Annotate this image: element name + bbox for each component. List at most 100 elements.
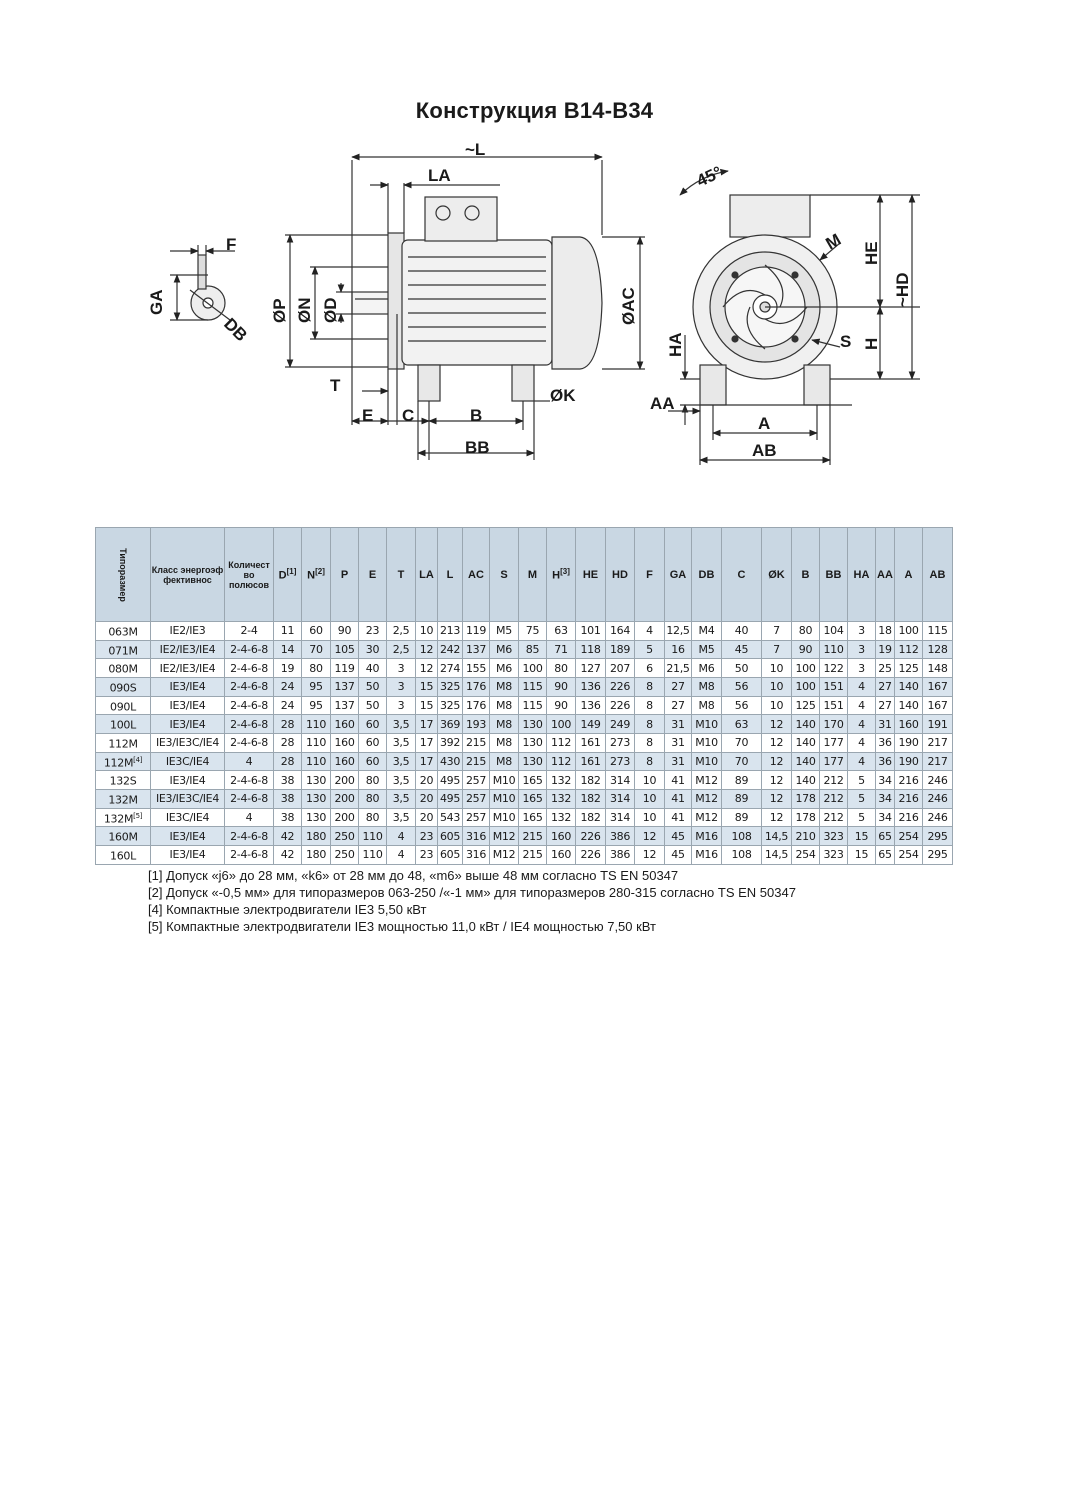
cell-value: 130 <box>522 754 543 768</box>
cell-ha: 3 <box>847 639 876 660</box>
cell-e: 50 <box>358 676 387 697</box>
cell-c: 89 <box>721 770 762 790</box>
cell-c: 56 <box>721 676 762 697</box>
cell-ga: 41 <box>664 788 692 809</box>
cell-l: 325 <box>437 676 463 697</box>
cell-value: 65 <box>878 829 892 843</box>
cell-hd: 386 <box>605 844 635 865</box>
cell-m: 215 <box>518 826 547 846</box>
cell-value: 56 <box>734 698 749 712</box>
cell-value: 28 <box>280 754 295 768</box>
cell-p: 160 <box>330 714 359 734</box>
cell-value: 160 <box>334 717 355 731</box>
cell-t: 3,5 <box>386 751 416 772</box>
cell-value: 151 <box>823 680 844 694</box>
cell-value: 249 <box>609 717 631 731</box>
cell-value: 2-4-6-8 <box>230 642 268 656</box>
cell-value: 191 <box>927 717 948 731</box>
col-header-H: H[3] <box>546 527 576 622</box>
cell-ab: 115 <box>922 621 953 641</box>
cell-la: 20 <box>415 770 438 790</box>
cell-ab: 217 <box>922 751 953 772</box>
cell-bb: 151 <box>819 695 848 716</box>
cell-value: 112M <box>108 737 138 751</box>
cell-value: 45 <box>671 829 685 843</box>
cell-value: 40 <box>365 661 380 675</box>
cell-value: M6 <box>496 661 512 675</box>
cell-value: 3,5 <box>392 754 410 768</box>
cell-he: 226 <box>575 826 606 846</box>
cell-d: 42 <box>273 826 302 846</box>
cell-value: 95 <box>309 698 323 712</box>
cell-e: 50 <box>358 695 387 716</box>
cell-value: 30 <box>365 642 380 656</box>
cell-ac: 176 <box>462 676 490 697</box>
cell-type: 132M <box>95 788 151 809</box>
cell-l: 543 <box>437 807 463 828</box>
cell-f: 10 <box>634 807 665 828</box>
cell-value: 31 <box>671 717 685 731</box>
col-header-AB: AB <box>922 527 953 622</box>
cell-value: M16 <box>695 829 718 843</box>
dim-label-A: A <box>758 414 770 433</box>
cell-value: 17 <box>419 717 434 731</box>
cell-f: 8 <box>634 732 665 753</box>
col-header-type: Типоразмер <box>95 527 151 622</box>
cell-value: 136 <box>580 698 601 712</box>
cell-value: 2-4-6-8 <box>230 661 268 675</box>
cell-type: 132S <box>95 770 151 790</box>
dim-label-angle: 45° <box>694 162 726 190</box>
cell-value: 386 <box>609 829 631 843</box>
dim-label-E: E <box>362 406 373 425</box>
cell-value: 2,5 <box>392 624 410 638</box>
cell-value: 295 <box>927 829 948 843</box>
col-header-M: M <box>518 527 547 622</box>
cell-value: 2,5 <box>392 642 410 656</box>
cell-value: 110 <box>823 642 844 656</box>
cell-value: 27 <box>671 680 685 694</box>
cell-value: M6 <box>496 642 512 656</box>
cell-h: 160 <box>546 844 576 865</box>
cell-aa: 27 <box>875 695 895 716</box>
cell-bb: 177 <box>819 732 848 753</box>
cell-value: M16 <box>695 848 718 862</box>
cell-value: 70 <box>734 754 749 768</box>
shaft-key-section <box>170 245 235 321</box>
cell-l: 495 <box>437 788 463 809</box>
cell-value: 392 <box>439 736 461 750</box>
cell-t: 3 <box>386 695 416 716</box>
cell-value: 2-4-6-8 <box>230 736 268 750</box>
cell-a: 216 <box>894 770 923 790</box>
cell-value: 11 <box>280 624 295 638</box>
cell-he: 118 <box>575 639 606 660</box>
cell-value: 90 <box>337 624 352 638</box>
cell-value: 216 <box>898 792 919 806</box>
cell-s: M10 <box>489 770 519 790</box>
cell-value: 167 <box>927 680 948 694</box>
cell-value: 36 <box>878 736 892 750</box>
cell-b: 140 <box>791 751 820 772</box>
cell-value: 160L <box>110 849 136 863</box>
cell-value: 24 <box>280 698 295 712</box>
dim-label-HE: HE <box>862 241 881 265</box>
cell-b: 140 <box>791 770 820 790</box>
cell-poles: 2-4-6-8 <box>224 714 274 734</box>
cell-value: 149 <box>580 717 601 731</box>
cell-he: 136 <box>575 676 606 697</box>
dim-label-M: M <box>823 230 845 254</box>
col-header-HE: HE <box>575 527 606 622</box>
cell-value: 20 <box>419 810 434 824</box>
dim-label-AB: AB <box>752 441 777 460</box>
cell-value: 80 <box>365 773 380 787</box>
cell-c: 89 <box>721 807 762 828</box>
cell-a: 100 <box>894 621 923 641</box>
cell-db: M10 <box>691 714 722 734</box>
cell-l: 495 <box>437 770 463 790</box>
cell-k: 14,5 <box>761 826 792 846</box>
cell-class: IE2/IE3/IE4 <box>150 639 225 660</box>
cell-db: M10 <box>691 751 722 772</box>
cell-c: 70 <box>721 751 762 772</box>
cell-value: 45 <box>671 848 685 862</box>
cell-he: 182 <box>575 807 606 828</box>
cell-value: 140 <box>795 717 816 731</box>
